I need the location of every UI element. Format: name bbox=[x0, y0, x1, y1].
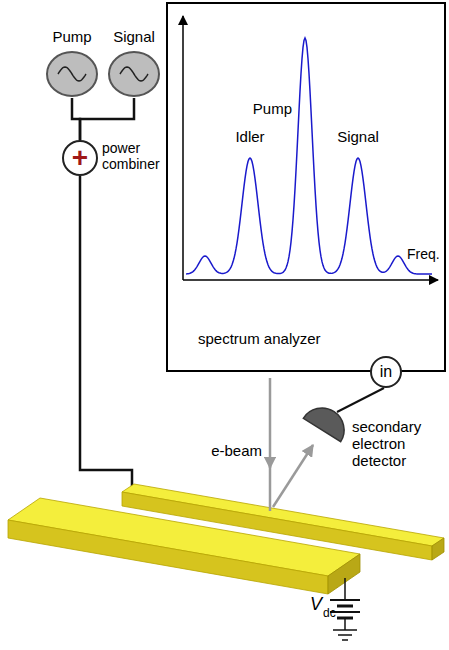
detector-label: secondary electron detector bbox=[352, 418, 442, 469]
source-label: Pump bbox=[52, 28, 91, 46]
instrument-label: spectrum analyzer bbox=[198, 330, 434, 348]
sine-symbol bbox=[58, 67, 86, 81]
plus-symbol: + bbox=[72, 144, 88, 172]
beam-label: e-beam bbox=[211, 442, 262, 459]
axis-label: Freq. bbox=[407, 246, 440, 262]
source-icon bbox=[107, 50, 161, 98]
electrode-end bbox=[432, 538, 444, 560]
rf-cable bbox=[80, 98, 134, 140]
x-axis bbox=[183, 279, 438, 281]
battery-plate bbox=[337, 605, 353, 608]
ground-symbol bbox=[342, 639, 348, 641]
sine-symbol bbox=[120, 67, 148, 81]
signal-source: Signal bbox=[107, 28, 161, 98]
electrode-side bbox=[8, 520, 328, 594]
voltage-symbol: V bbox=[310, 594, 322, 615]
rf-cable bbox=[80, 176, 132, 486]
voltage-subscript: dc bbox=[323, 606, 336, 620]
e-beam-line bbox=[269, 462, 272, 511]
power-combiner: +power combiner bbox=[62, 140, 98, 176]
peak-label: Pump bbox=[253, 100, 292, 117]
detector-cable bbox=[337, 388, 384, 412]
detector-dome bbox=[303, 408, 344, 442]
instrument-box: spectrum analyzer bbox=[166, 2, 446, 372]
dc-wire bbox=[344, 578, 346, 600]
source-body bbox=[47, 52, 97, 96]
source-body bbox=[109, 52, 159, 96]
peak-label: Idler bbox=[235, 128, 264, 145]
ground-symbol bbox=[333, 629, 357, 631]
electrode-end bbox=[328, 554, 360, 594]
spectrum-curve bbox=[186, 38, 432, 274]
y-axis bbox=[182, 16, 184, 280]
source-label: Signal bbox=[113, 28, 155, 46]
signal-source: Pump bbox=[45, 28, 99, 98]
input-port: in bbox=[370, 356, 402, 388]
e-beam-line bbox=[269, 378, 272, 468]
source-icon bbox=[45, 50, 99, 98]
port-label: in bbox=[380, 363, 392, 381]
ground-symbol bbox=[338, 634, 352, 636]
dc-wire bbox=[344, 618, 346, 630]
peak-label: Signal bbox=[337, 128, 379, 145]
battery-plate bbox=[330, 599, 360, 601]
component-label: power combiner bbox=[102, 140, 164, 172]
secondary-electron-path bbox=[273, 445, 313, 507]
